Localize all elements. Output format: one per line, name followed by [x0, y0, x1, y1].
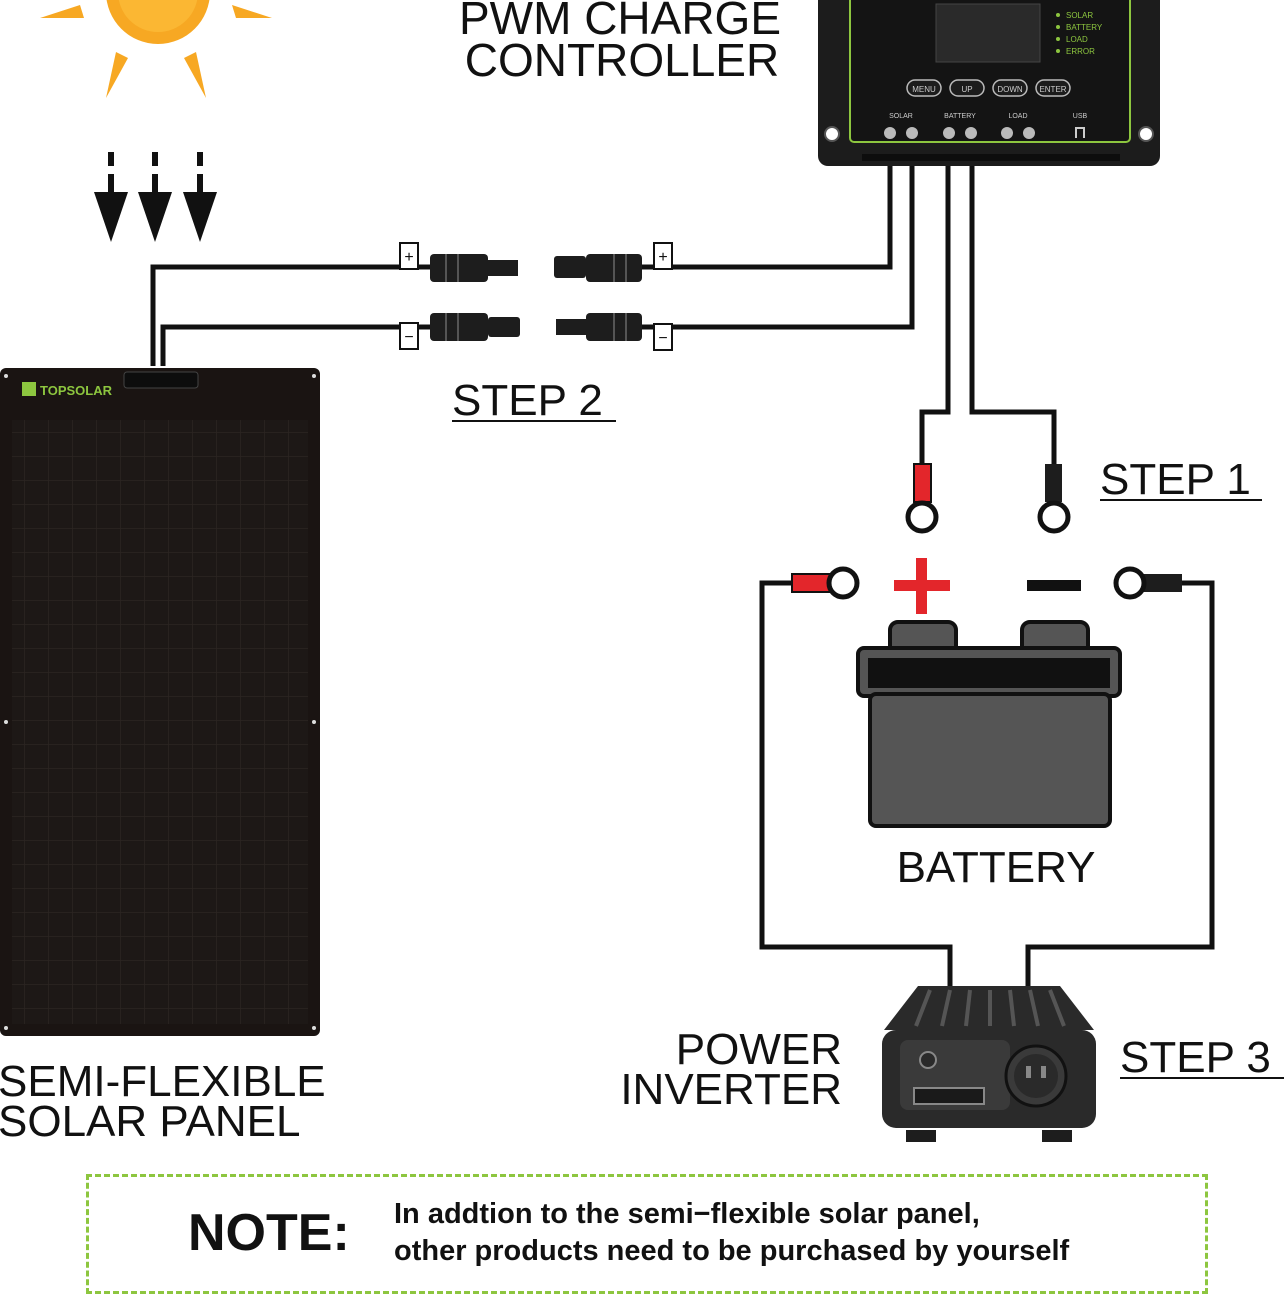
note-text: In addtion to the semi−flexible solar pa… [394, 1196, 1069, 1270]
power-inverter-icon [882, 986, 1096, 1142]
note-line1: In addtion to the semi−flexible solar pa… [394, 1198, 980, 1230]
panel-brand: TOPSOLAR [40, 383, 113, 398]
terminal-label: LOAD [1008, 113, 1027, 120]
terminal-label: BATTERY [944, 113, 976, 120]
plus-icon [894, 558, 950, 614]
terminal-label: USB [1073, 113, 1088, 120]
controller-button[interactable] [906, 79, 942, 97]
solar-panel: TOPSOLAR [0, 368, 320, 1036]
sunlight-arrows-icon [94, 152, 217, 242]
polarity-tag-left-positive: + [399, 242, 419, 270]
charge-controller: SOLAR BATTERY LOAD ERROR MENU UP DOWN ENTER SO… [818, 0, 1160, 166]
indicator-label: BATTERY [1066, 23, 1103, 32]
svg-text:−: − [658, 330, 667, 347]
usb-icon [1075, 127, 1085, 138]
wiring [150, 162, 1215, 990]
inverter-title-line2: INVERTER [620, 1065, 842, 1114]
controller-button[interactable] [949, 79, 985, 97]
topsolar-logo-icon [22, 382, 36, 396]
mc4-connector-right-positive [554, 254, 642, 282]
controller-title-line2: CONTROLLER [465, 34, 779, 86]
controller-title-line1: PWM CHARGE [459, 0, 781, 44]
note-title: NOTE: [188, 1204, 350, 1262]
junction-box [123, 371, 199, 389]
terminal-screw-icon [1001, 127, 1013, 139]
polarity-tag-left-negative: − [399, 322, 419, 350]
controller-button-label: ENTER [1039, 85, 1066, 94]
controller-button[interactable] [992, 79, 1028, 97]
panel-title-line1: SEMI-FLEXIBLE [0, 1057, 326, 1106]
step3-label: STEP 3 [1120, 1033, 1271, 1082]
mc4-connector-left-positive [430, 254, 518, 282]
mount-hole-icon [1138, 126, 1154, 142]
controller-display [935, 3, 1041, 63]
ring-terminal-inverter-positive [791, 566, 860, 600]
ring-terminal-controller-positive [905, 463, 939, 534]
step2-label: STEP 2 [452, 376, 603, 425]
svg-text:+: + [404, 249, 413, 266]
terminal-screw-icon [943, 127, 955, 139]
svg-text:−: − [404, 329, 413, 346]
battery-label: BATTERY [897, 843, 1096, 892]
controller-button-label: DOWN [997, 85, 1023, 94]
terminal-label: SOLAR [889, 113, 913, 120]
panel-title-line2: SOLAR PANEL [0, 1097, 300, 1146]
indicator-label: LOAD [1066, 35, 1088, 44]
inverter-title-line1: POWER [676, 1025, 842, 1074]
controller-button-label: MENU [912, 85, 936, 94]
svg-text:+: + [658, 249, 667, 266]
terminal-screw-icon [1023, 127, 1035, 139]
controller-button-label: UP [961, 85, 972, 94]
indicator-led-icon [1056, 37, 1060, 41]
terminal-screw-icon [965, 127, 977, 139]
mc4-connector-left-negative [430, 313, 520, 341]
mc4-connector-right-negative [556, 313, 642, 341]
indicator-led-icon [1056, 49, 1060, 53]
sun-icon [40, 0, 272, 98]
controller-button[interactable] [1035, 79, 1071, 97]
controller-buttons: MENU UP DOWN ENTER [906, 79, 1071, 97]
polarity-tag-right-positive: + [653, 242, 673, 270]
mount-hole-icon [824, 126, 840, 142]
controller-indicators: SOLAR BATTERY LOAD ERROR [1056, 11, 1103, 56]
ring-terminal-inverter-negative [1113, 566, 1182, 600]
terminal-screw-icon [884, 127, 896, 139]
ring-terminal-controller-negative [1037, 464, 1071, 534]
step1-label: STEP 1 [1100, 455, 1251, 504]
indicator-led-icon [1056, 13, 1060, 17]
indicator-label: ERROR [1066, 47, 1095, 56]
polarity-tag-right-negative: − [653, 323, 673, 351]
note-line2: other products need to be purchased by y… [394, 1235, 1070, 1267]
indicator-label: SOLAR [1066, 11, 1093, 20]
minus-icon [1027, 580, 1081, 591]
indicator-led-icon [1056, 25, 1060, 29]
terminal-screw-icon [906, 127, 918, 139]
battery-icon [856, 620, 1122, 828]
controller-terminals: SOLAR BATTERY LOAD USB [884, 113, 1088, 139]
